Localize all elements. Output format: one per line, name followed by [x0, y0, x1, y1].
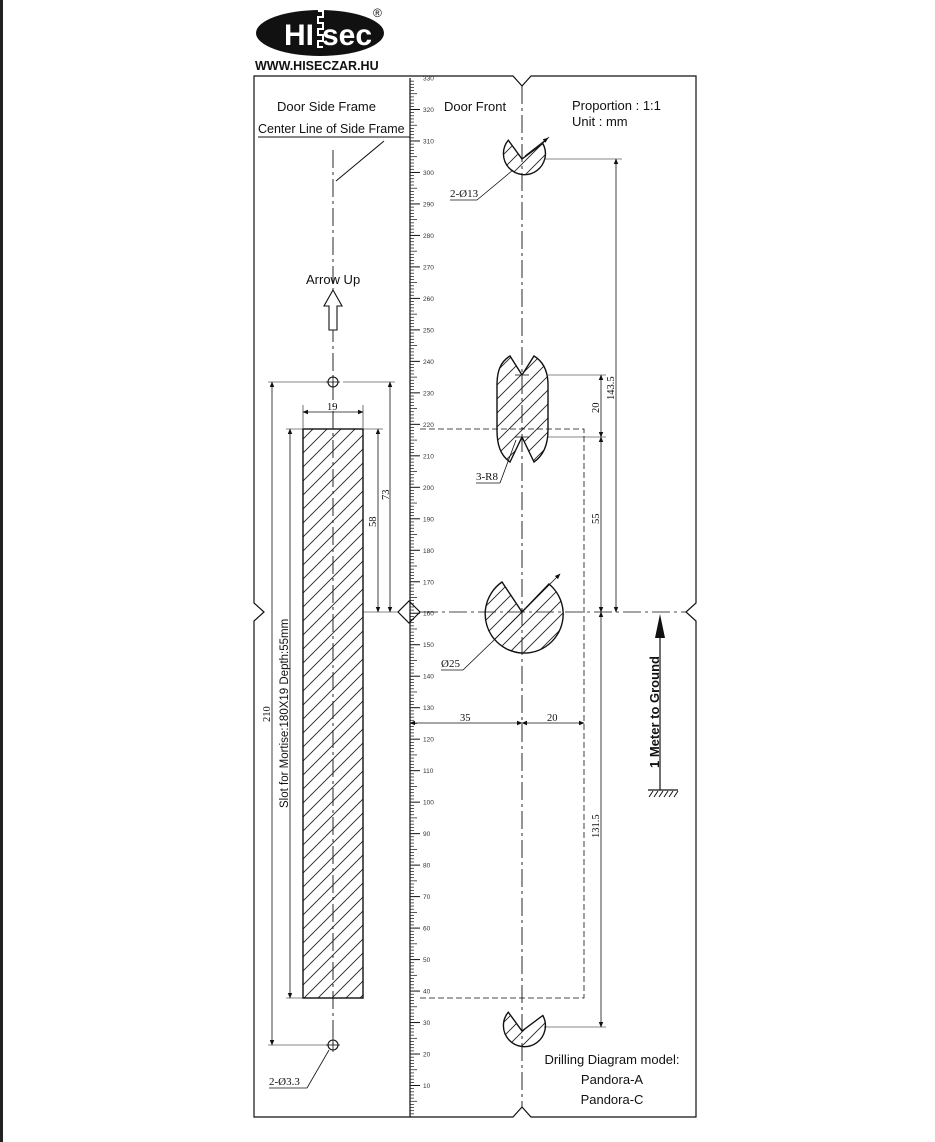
ruler-label: 290 [423, 201, 434, 208]
hisec-logo: HI sec ® WWW.HISECZAR.HU [255, 6, 384, 73]
website-label: WWW.HISECZAR.HU [255, 59, 379, 73]
unit-label: Unit : mm [572, 114, 628, 129]
ruler-label: 100 [423, 800, 434, 807]
dim-55: 55 [591, 514, 602, 525]
ground-hatch-icon [648, 790, 679, 798]
dim-58: 58 [368, 517, 379, 528]
callout-2-d13: 2-Ø13 [450, 188, 479, 200]
vertical-ruler: 330 320 310 300 290 280 270 260 250 240 230 220 210 2… [409, 76, 434, 1117]
logo-text-right: sec [322, 19, 372, 52]
ruler-label: 130 [423, 705, 434, 712]
small-hole-top [326, 375, 340, 389]
ruler-diamond-marker [397, 600, 421, 624]
ruler-label: 30 [423, 1020, 431, 1027]
model-pandora-a: Pandora-A [581, 1072, 643, 1087]
ruler-label: 150 [423, 642, 434, 649]
ruler-label: 50 [423, 957, 431, 964]
model-pandora-c: Pandora-C [581, 1092, 644, 1107]
ruler-label: 120 [423, 737, 434, 744]
ruler-label: 110 [423, 768, 434, 775]
left-edge-border [0, 0, 3, 1142]
ruler-label: 230 [423, 390, 434, 397]
ruler-label: 220 [423, 422, 434, 429]
ruler-label: 250 [423, 327, 434, 334]
ruler-label: 180 [423, 548, 434, 555]
door-side-frame-label: Door Side Frame [277, 99, 376, 114]
slot-label: Slot for Mortise:180X19 Depth:55mm [279, 619, 291, 808]
dim-210: 210 [262, 706, 273, 722]
registered-mark: ® [373, 6, 382, 20]
ruler-label: 320 [423, 107, 434, 114]
callout-3-r8: 3-R8 [476, 471, 499, 483]
ruler-label: 160 [423, 611, 434, 618]
ruler-label: 240 [423, 359, 434, 366]
ruler-label: 210 [423, 453, 434, 460]
ground-arrow-icon [655, 614, 665, 638]
ruler-label: 170 [423, 579, 434, 586]
ruler-label: 10 [423, 1083, 431, 1090]
ruler-label: 60 [423, 926, 431, 933]
small-hole-bottom [326, 1038, 340, 1052]
proportion-label: Proportion : 1:1 [572, 98, 661, 113]
ruler-label: 140 [423, 674, 434, 681]
ruler-label: 40 [423, 989, 431, 996]
mortise-slot [302, 428, 364, 999]
hole-25 [484, 581, 564, 654]
drilling-diagram-label: Drilling Diagram model: [544, 1052, 679, 1067]
ruler-label: 80 [423, 863, 431, 870]
dim-20-vertical: 20 [591, 403, 602, 414]
arrow-up-label: Arrow Up [306, 272, 360, 287]
ruler-label: 310 [423, 138, 434, 145]
ruler-label: 70 [423, 894, 431, 901]
ruler-label: 280 [423, 233, 434, 240]
ruler-label: 260 [423, 296, 434, 303]
callout-d25: Ø25 [441, 658, 460, 670]
logo-text-left: HI [284, 19, 314, 52]
slotted-oblong-hole [496, 355, 549, 464]
dim-73: 73 [381, 490, 392, 501]
callout-2-d33: 2-Ø3.3 [269, 1076, 300, 1088]
ruler-label: 330 [423, 76, 434, 83]
ruler-label: 200 [423, 485, 434, 492]
center-line-label: Center Line of Side Frame [258, 122, 405, 136]
dim-131-5: 131.5 [591, 814, 602, 838]
ruler-label: 270 [423, 264, 434, 271]
hole-13-bottom [502, 1011, 547, 1048]
meter-to-ground-label: 1 Meter to Ground [647, 656, 662, 768]
dim-35: 35 [460, 713, 471, 724]
arrow-up-icon [323, 288, 343, 331]
template-outline [253, 75, 697, 1118]
reference-dashed-box [420, 428, 585, 999]
ruler-label: 190 [423, 516, 434, 523]
door-front-label: Door Front [444, 99, 507, 114]
ruler-label: 300 [423, 170, 434, 177]
dim-19: 19 [327, 402, 338, 413]
ruler-label: 90 [423, 831, 431, 838]
ruler-label: 20 [423, 1052, 431, 1059]
hole-13-top [502, 139, 547, 176]
dim-143-5: 143.5 [606, 376, 617, 400]
dim-20-horizontal: 20 [547, 713, 558, 724]
